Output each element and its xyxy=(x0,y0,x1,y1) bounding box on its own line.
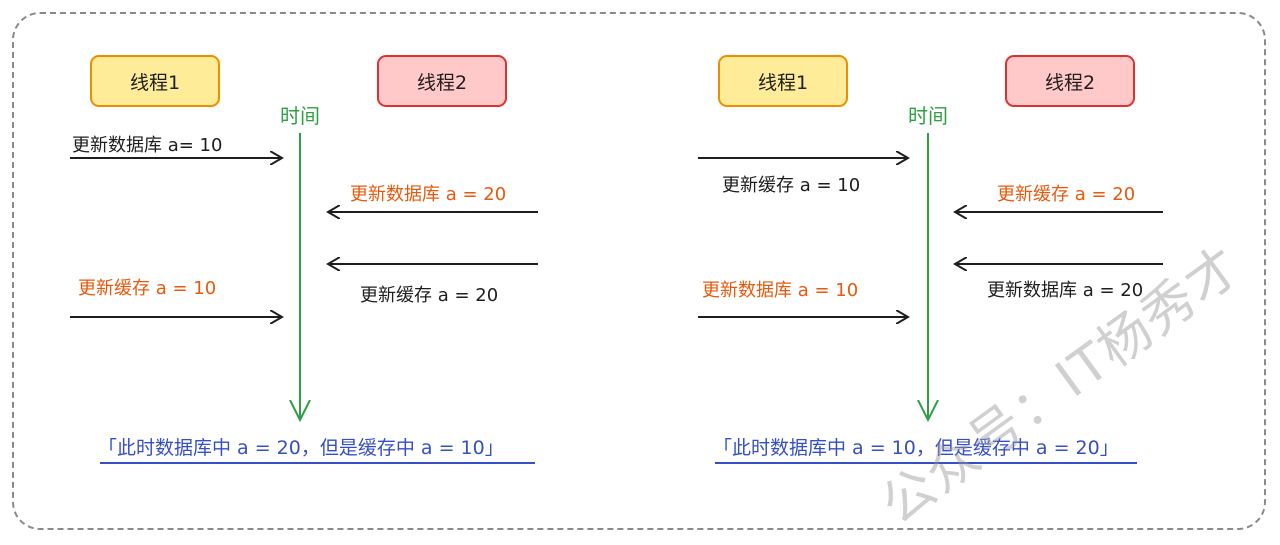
step1-label-left: 更新数据库 a= 10 xyxy=(72,135,223,156)
thread1-box-left: 线程1 xyxy=(90,55,220,107)
step3-label-right: 更新数据库 a = 20 xyxy=(987,280,1144,301)
step4-label-right: 更新数据库 a = 10 xyxy=(702,280,859,301)
thread2-box-left: 线程2 xyxy=(377,55,507,107)
step3-label-left: 更新缓存 a = 20 xyxy=(360,285,499,306)
thread1-box-right: 线程1 xyxy=(718,55,848,107)
diagram-frame xyxy=(12,12,1266,530)
step2-label-left: 更新数据库 a = 20 xyxy=(350,184,507,205)
time-label-left: 时间 xyxy=(280,104,320,128)
conclusion-right: 「此时数据库中 a = 10，但是缓存中 a = 20」 xyxy=(713,437,1119,459)
conclusion-left: 「此时数据库中 a = 20，但是缓存中 a = 10」 xyxy=(98,437,504,459)
step1-label-right: 更新缓存 a = 10 xyxy=(722,175,861,196)
thread2-box-right: 线程2 xyxy=(1005,55,1135,107)
time-label-right: 时间 xyxy=(908,104,948,128)
step2-label-right: 更新缓存 a = 20 xyxy=(997,184,1136,205)
step4-label-left: 更新缓存 a = 10 xyxy=(78,278,217,299)
